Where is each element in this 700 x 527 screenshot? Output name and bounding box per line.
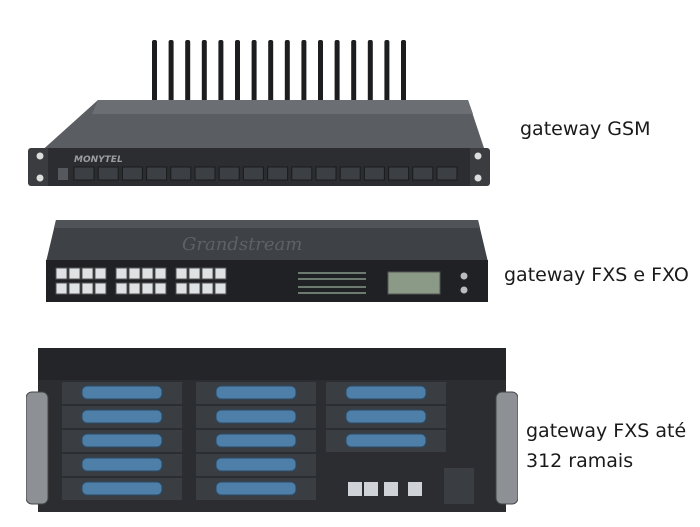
control-button bbox=[460, 272, 468, 280]
gsm-sim-slots bbox=[73, 166, 458, 181]
telco-connector bbox=[345, 385, 427, 400]
rj11-port bbox=[128, 267, 141, 280]
sim-slot bbox=[242, 166, 264, 181]
antenna bbox=[185, 40, 191, 102]
rj11-port bbox=[154, 282, 167, 295]
sim-slot bbox=[194, 166, 216, 181]
sim-slot bbox=[388, 166, 410, 181]
rj11-port bbox=[81, 282, 94, 295]
gsm-brand-logo: MONYTEL bbox=[74, 155, 123, 165]
rj11-port bbox=[141, 267, 154, 280]
antenna bbox=[401, 40, 406, 102]
rj11-port bbox=[188, 282, 201, 295]
sim-slot bbox=[436, 166, 458, 181]
fxs-connector-grid bbox=[62, 382, 446, 500]
telco-connector bbox=[81, 481, 163, 496]
rj11-port bbox=[68, 267, 81, 280]
antenna bbox=[152, 40, 157, 102]
rj11-port-block bbox=[55, 267, 227, 295]
sim-slot bbox=[218, 166, 240, 181]
telco-connector bbox=[81, 457, 163, 472]
rack-ear-left bbox=[28, 148, 52, 186]
telco-connector bbox=[345, 409, 427, 424]
antenna bbox=[251, 40, 257, 102]
rj11-port bbox=[115, 282, 128, 295]
rj11-port bbox=[55, 267, 68, 280]
caption-line: gateway FXS até bbox=[526, 420, 687, 442]
handle-left bbox=[26, 391, 49, 505]
sim-slot bbox=[291, 166, 313, 181]
telco-connector bbox=[345, 433, 427, 448]
antenna bbox=[301, 40, 307, 102]
sim-slot bbox=[363, 166, 385, 181]
rj11-port bbox=[128, 282, 141, 295]
gsm-antennas bbox=[152, 40, 406, 102]
sim-slot bbox=[73, 166, 95, 181]
antenna bbox=[318, 40, 323, 102]
rj11-port bbox=[188, 267, 201, 280]
rj11-port bbox=[55, 282, 68, 295]
telco-connector bbox=[81, 385, 163, 400]
gsm-gateway-caption: gateway GSM bbox=[520, 114, 651, 144]
antenna bbox=[268, 40, 274, 102]
lcd-display bbox=[387, 271, 441, 295]
telco-connector bbox=[215, 409, 297, 424]
rj11-port bbox=[141, 282, 154, 295]
console-port-panel bbox=[444, 468, 474, 504]
rj11-port bbox=[81, 267, 94, 280]
sim-slot bbox=[339, 166, 361, 181]
control-button bbox=[460, 286, 468, 294]
telco-connector bbox=[81, 409, 163, 424]
sim-slot bbox=[170, 166, 192, 181]
rj11-port bbox=[214, 282, 227, 295]
rj11-port bbox=[214, 267, 227, 280]
handle-right bbox=[495, 391, 518, 505]
rj11-port bbox=[201, 282, 214, 295]
status-led-grid bbox=[298, 272, 366, 294]
sim-slot bbox=[146, 166, 168, 181]
antenna bbox=[334, 40, 340, 102]
rj11-port bbox=[68, 282, 81, 295]
rj11-port bbox=[154, 267, 167, 280]
caption-line: gateway FXS e FXO bbox=[504, 264, 689, 286]
telco-connector bbox=[215, 457, 297, 472]
rj11-port bbox=[175, 282, 188, 295]
fxs-fxo-chassis-top bbox=[46, 220, 488, 262]
antenna bbox=[235, 40, 240, 102]
antenna bbox=[284, 40, 290, 102]
grandstream-logo: Grandstream bbox=[182, 234, 302, 255]
caption-line: gateway GSM bbox=[520, 118, 651, 140]
antenna bbox=[201, 40, 207, 102]
antenna bbox=[384, 40, 390, 102]
caption-line: 312 ramais bbox=[526, 450, 634, 472]
antenna bbox=[351, 40, 357, 102]
sim-slot bbox=[121, 166, 143, 181]
sim-slot bbox=[315, 166, 337, 181]
telco-connector bbox=[215, 433, 297, 448]
rj11-port bbox=[94, 267, 107, 280]
telco-connector bbox=[215, 481, 297, 496]
fxs-312-gateway-image bbox=[26, 348, 518, 512]
antenna bbox=[367, 40, 373, 102]
sim-slot bbox=[267, 166, 289, 181]
sim-slot bbox=[97, 166, 119, 181]
rack-ear-right bbox=[466, 148, 490, 186]
gsm-gateway-image: MONYTEL bbox=[28, 40, 490, 186]
fxs-fxo-gateway-caption: gateway FXS e FXO bbox=[504, 260, 689, 290]
sim-slot bbox=[412, 166, 434, 181]
rj11-port bbox=[201, 267, 214, 280]
fxs-312-gateway-caption: gateway FXS até 312 ramais bbox=[526, 416, 686, 476]
rj11-port bbox=[175, 267, 188, 280]
ethernet-ports bbox=[348, 482, 422, 496]
antenna bbox=[218, 40, 224, 102]
telco-connector bbox=[81, 433, 163, 448]
rj11-port bbox=[94, 282, 107, 295]
fxs-fxo-gateway-image: Grandstream bbox=[46, 220, 488, 302]
telco-connector bbox=[215, 385, 297, 400]
antenna bbox=[168, 40, 174, 102]
rj11-port bbox=[115, 267, 128, 280]
